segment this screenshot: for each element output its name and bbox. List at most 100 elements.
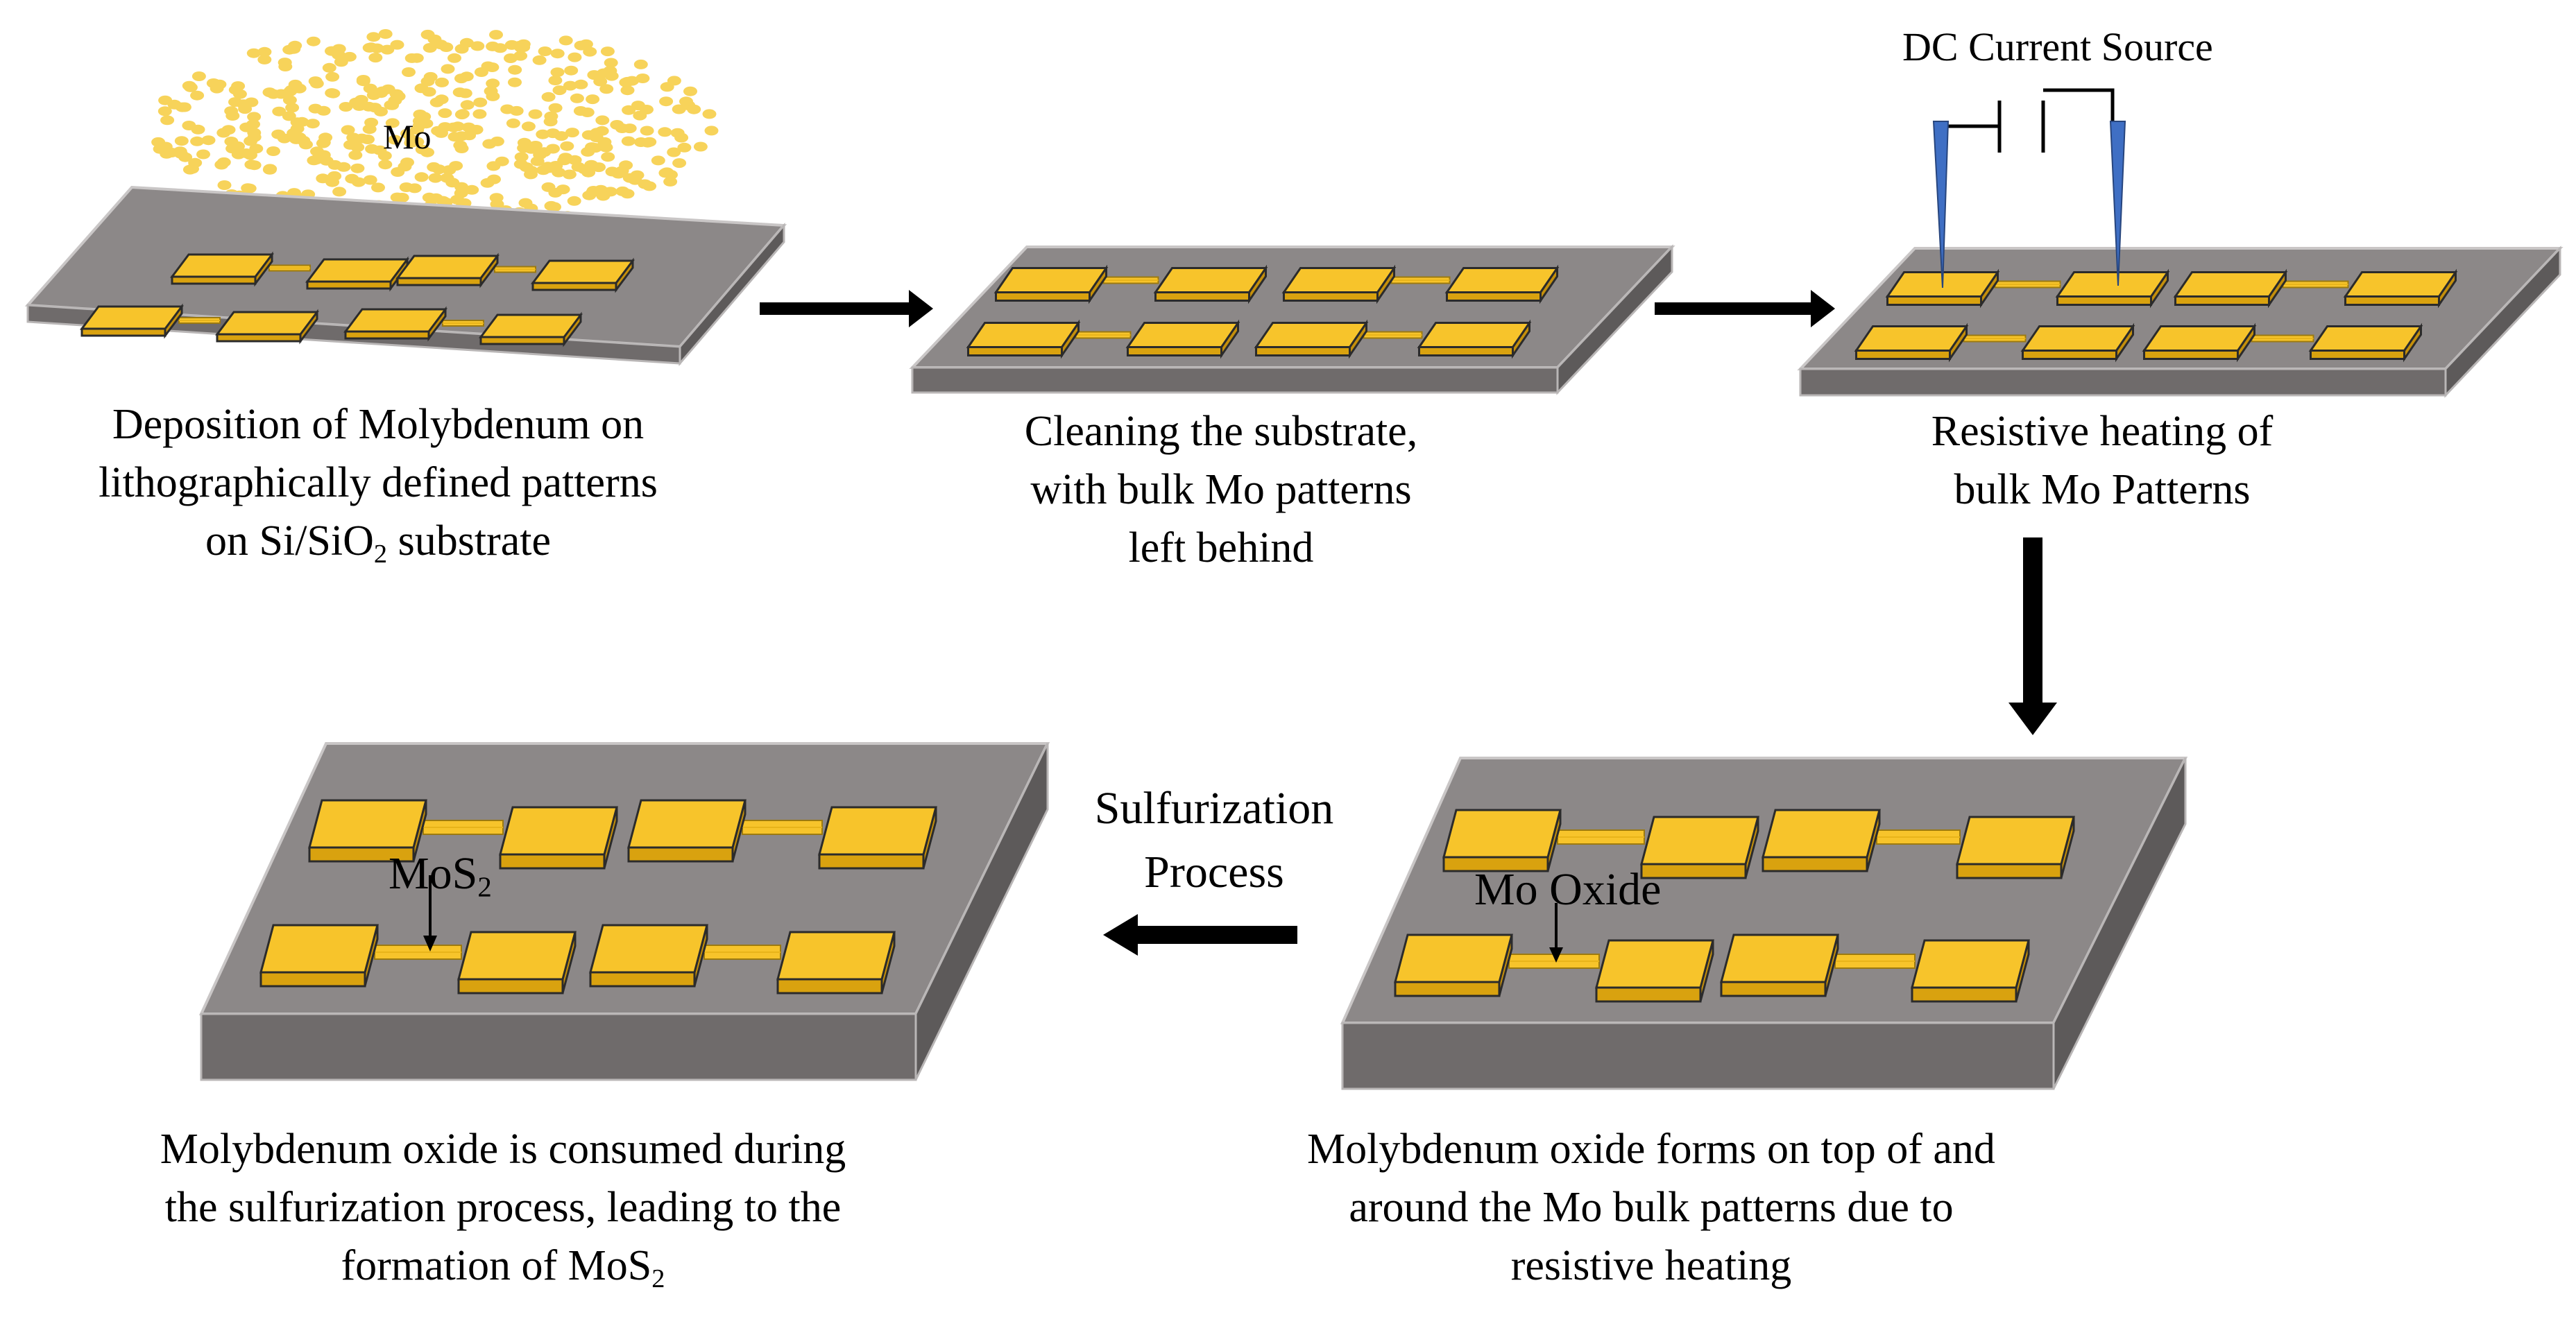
mo-particle <box>672 104 686 114</box>
caption-step-5-line-3: formation of MoS2 <box>111 1237 895 1295</box>
pad-top <box>305 258 409 283</box>
mo-particle <box>570 93 584 103</box>
mo-particle <box>420 29 435 40</box>
mo-particle <box>659 96 674 107</box>
pad-front <box>1720 981 1827 997</box>
mo-particle <box>610 120 624 130</box>
pad-front <box>589 971 696 988</box>
pad-top <box>1442 809 1562 859</box>
mo-particle <box>306 36 321 46</box>
caption-step-4-line-3: resistive heating <box>1510 1242 1792 1289</box>
pad-front <box>499 853 606 870</box>
mo-particle <box>157 106 172 117</box>
mo-particle <box>348 150 363 160</box>
caption-step-3-line-2: bulk Mo Patterns <box>1954 466 2251 513</box>
mos2-pointer-head <box>423 936 437 952</box>
mo-particle <box>217 180 232 190</box>
dc-source-label: DC Current Source <box>1902 24 2213 69</box>
pad-top <box>2020 325 2135 352</box>
mo-particle <box>459 71 474 82</box>
mo-particle <box>473 97 488 107</box>
mo-particle <box>621 136 636 146</box>
flow-arrows <box>760 290 2057 956</box>
mo-particle <box>316 173 330 184</box>
mo-particle <box>282 44 297 55</box>
mo-particle <box>228 85 243 95</box>
mo-particle <box>679 96 693 107</box>
circuit-wire-left <box>1940 124 1999 173</box>
mo-particle <box>557 155 572 166</box>
mo-particle <box>322 62 336 73</box>
mo-particle <box>667 147 681 157</box>
mo-particle <box>277 133 291 144</box>
substrate-step-1 <box>24 185 787 367</box>
mo-particle <box>565 128 579 138</box>
arrow-right-1 <box>760 290 933 327</box>
mo-particle <box>590 128 604 138</box>
mo-particle <box>642 181 657 191</box>
pad-top <box>2173 271 2288 298</box>
pad-front <box>2310 350 2405 360</box>
mo-particle <box>519 162 534 172</box>
mo-particle <box>667 76 681 86</box>
mo-particle <box>309 155 323 165</box>
mo-particle <box>481 61 495 71</box>
mo-particle <box>334 57 348 67</box>
mo-particle <box>413 120 427 130</box>
pad-top <box>395 255 500 279</box>
pad-top <box>531 259 635 284</box>
pad-top <box>966 322 1081 348</box>
probe-left <box>1932 121 1950 289</box>
mo-particle <box>242 183 257 193</box>
mo-particle <box>472 109 487 119</box>
caption-step-2-line-2: with bulk Mo patterns <box>1030 466 1412 513</box>
mo-particle <box>296 135 311 146</box>
mo-particle <box>454 44 469 54</box>
substrate-step-4 <box>1340 757 2188 1090</box>
pad-top <box>479 313 583 338</box>
substrate-front <box>1799 368 2447 397</box>
mo-particle <box>257 46 272 57</box>
mo-particle <box>249 144 264 154</box>
mo-particle <box>486 78 500 89</box>
mo-particle <box>658 127 672 137</box>
mo-particle <box>514 152 529 162</box>
pad-front <box>1127 346 1222 356</box>
mo-particle <box>490 199 504 209</box>
pad-top <box>343 308 447 333</box>
mo-particle <box>395 193 409 203</box>
mo-particle <box>285 103 300 113</box>
mo-particle <box>562 169 577 180</box>
substrate-side <box>2444 246 2561 398</box>
mo-particle <box>214 160 229 170</box>
mo-particle <box>427 162 441 172</box>
caption-step-2: Cleaning the substrate, with bulk Mo pat… <box>902 402 1540 577</box>
pad-front <box>1283 291 1379 302</box>
mo-particle <box>449 161 463 171</box>
pad-top <box>457 931 577 981</box>
mo-particle <box>447 53 461 63</box>
mo-particle <box>558 35 573 46</box>
caption-step-4-line-1: Molybdenum oxide forms on top of and <box>1307 1126 1995 1173</box>
mo-particle <box>201 135 216 146</box>
mo-particle <box>175 102 189 112</box>
mo-particle <box>182 121 196 130</box>
mo-particle <box>343 139 357 150</box>
mo-particle <box>615 166 629 176</box>
mo-particle <box>489 30 503 40</box>
caption-step-5-line-1: Molybdenum oxide is consumed during <box>160 1126 846 1173</box>
pad-front <box>2056 295 2152 306</box>
mo-particle <box>316 138 330 148</box>
mo-particle <box>493 43 507 53</box>
mo-oxide-pointer-head <box>1549 947 1563 963</box>
mo-particle <box>554 131 569 141</box>
mo-particle <box>345 173 359 184</box>
mo-particle <box>543 117 558 127</box>
mo-particle <box>308 76 323 87</box>
pad-front <box>995 291 1091 302</box>
mo-particle <box>238 104 253 114</box>
mo-particle <box>373 145 387 155</box>
caption-step-1-line-3-pre: on Si/SiO <box>205 517 374 565</box>
pad-front <box>1154 291 1250 302</box>
